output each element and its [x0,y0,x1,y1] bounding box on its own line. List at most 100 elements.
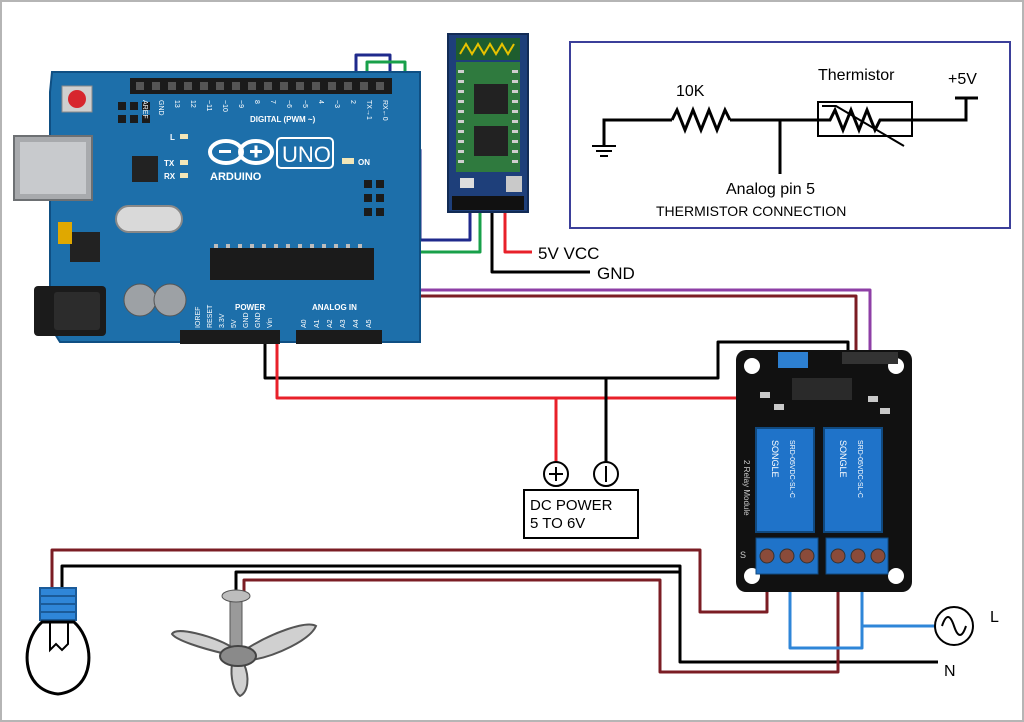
power-pin-label: RESET [207,304,214,328]
led-label-on: ON [358,158,370,167]
thermistor-gnd-lead [602,118,672,146]
led-label-tx: TX [164,159,175,168]
analog-pin-label: A5 [366,319,373,328]
digital-pin-label: 13 [173,100,180,108]
digital-header-hole [360,82,368,90]
analog-pin-label: Analog pin 5 [726,181,815,198]
dc-power-line2: 5 TO 6V [530,515,585,532]
thermistor-panel: 10K Thermistor +5V Analog pin 5 THERMIST… [569,41,1011,229]
atmega-chip [210,248,374,280]
power-pin-label: GND [255,312,262,328]
bt-antenna [459,42,515,56]
wire-bt-gnd [490,212,590,274]
bt-pin-header [452,196,524,210]
atmega-pins [214,244,362,248]
power-header [180,330,280,344]
dc-jack-face [54,292,100,330]
ac-neutral-label: N [944,663,956,680]
capacitor-yellow [58,222,72,244]
digital-pin-label: GND [157,100,164,116]
relay-side-label: S [740,550,746,560]
wire-live-source [860,624,935,648]
thermistor-slash [822,105,905,147]
digital-pwm-label: DIGITAL (PWM ~) [250,115,316,124]
optocoupler [792,378,852,400]
analog-pin-label: A1 [314,319,321,328]
digital-header-hole [200,82,208,90]
dc-power-box [523,489,639,539]
wire-fan-neutral [234,570,680,595]
terminal-screws [759,548,886,564]
bt-edge-pads [458,70,518,163]
digital-header-hole [136,82,144,90]
relay-smd-parts [760,392,890,414]
digital-pin-label: ~11 [205,100,212,111]
digital-header-hole [264,82,272,90]
ac-source: L N [934,606,999,680]
analog-pin-label: A0 [301,319,308,328]
ac-live-label: L [990,609,999,626]
digital-header-hole [152,82,160,90]
relay-2-coil: SRD-05VDC-SL-C [856,440,863,498]
dc-power-source: DC POWER 5 TO 6V [523,461,639,539]
bluetooth-module [447,33,529,213]
analog-pin-label: A2 [327,319,334,328]
digital-pin-label: 8 [253,100,260,104]
wire-fan-live [242,562,840,674]
digital-pin-label: TX→1 [365,100,372,120]
capacitor-2 [153,283,187,317]
analog-in-label: ANALOG IN [312,303,357,312]
thermistor-caption: THERMISTOR CONNECTION [656,203,846,219]
thermistor-label: Thermistor [818,67,895,84]
led-label-rx: RX [164,172,176,181]
bulb-icon [25,587,91,696]
capacitor-1 [123,283,157,317]
voltage-regulator [70,232,100,262]
relay-1-brand: SONGLE [770,440,780,478]
sine-icon [941,616,967,636]
icsp-header-right [364,180,384,216]
digital-header-holes [136,82,384,90]
power-pin-label: 3.3V [219,313,226,328]
digital-header-hole [312,82,320,90]
digital-pin-label: ~9 [237,100,244,108]
jumper [778,352,808,368]
digital-header-hole [216,82,224,90]
ceiling-fan-icon [170,589,318,698]
digital-header [130,78,392,94]
digital-pin-label: ~3 [333,100,340,108]
power-label: POWER [235,303,265,312]
led-l [180,134,188,139]
fan-blade-bottom [230,663,249,698]
bt-chip-2 [474,126,508,156]
uno-badge [276,137,334,169]
analog-pin-label: A4 [353,319,360,328]
led-label-l: L [170,133,175,142]
arduino-model: UNO [282,142,331,167]
wires [50,53,938,674]
digital-header-hole [168,82,176,90]
analog-header [296,330,382,344]
led-tx [180,160,188,165]
mount-hole-4 [888,568,904,584]
usb-chip [132,156,158,182]
digital-header-hole [184,82,192,90]
arduino-logo [208,139,274,165]
supply-wire [905,98,968,122]
digital-pin-label: ~6 [285,100,292,108]
bt-component-1 [460,178,474,188]
digital-header-hole [296,82,304,90]
thermistor-frame [569,41,1011,229]
relay-board-text: 2 Relay Module [742,460,751,516]
bt-vcc-label: 5V VCC [538,244,599,263]
digital-pin-label: ~5 [301,100,308,108]
fan-blade-left [170,630,232,656]
crystal [115,205,183,233]
power-pin-label: GND [243,312,250,328]
relay-2-brand: SONGLE [838,440,848,478]
digital-header-hole [376,82,384,90]
